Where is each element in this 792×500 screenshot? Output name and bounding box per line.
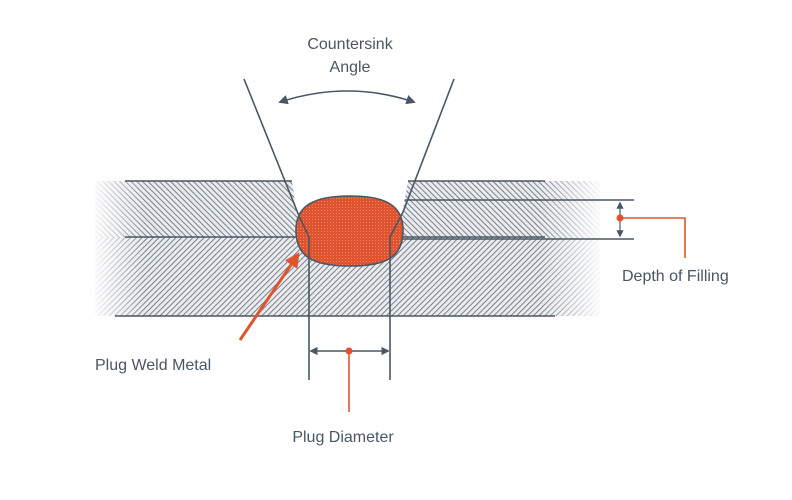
countersink-angle-arc — [278, 90, 416, 105]
depth-leader-line — [620, 217, 686, 258]
hole-wall-right — [389, 211, 404, 380]
plug-weld-metal — [295, 195, 404, 267]
fade-left — [90, 176, 145, 321]
depth-of-filling-label: Depth of Filling — [622, 268, 729, 285]
countersink-label-line2: Angle — [330, 59, 371, 76]
upper-plate-left — [95, 181, 300, 237]
countersink-left-line — [243, 78, 300, 217]
weld-metal-leader-arrow — [238, 252, 300, 341]
plug-diameter-label: Plug Diameter — [292, 429, 394, 446]
fade-right — [540, 176, 605, 321]
countersink-label-line1: Countersink — [307, 36, 393, 53]
plug-weld-metal-label: Plug Weld Metal — [95, 357, 211, 374]
countersink-right-line — [402, 78, 455, 213]
hole-wall-left — [298, 215, 310, 380]
